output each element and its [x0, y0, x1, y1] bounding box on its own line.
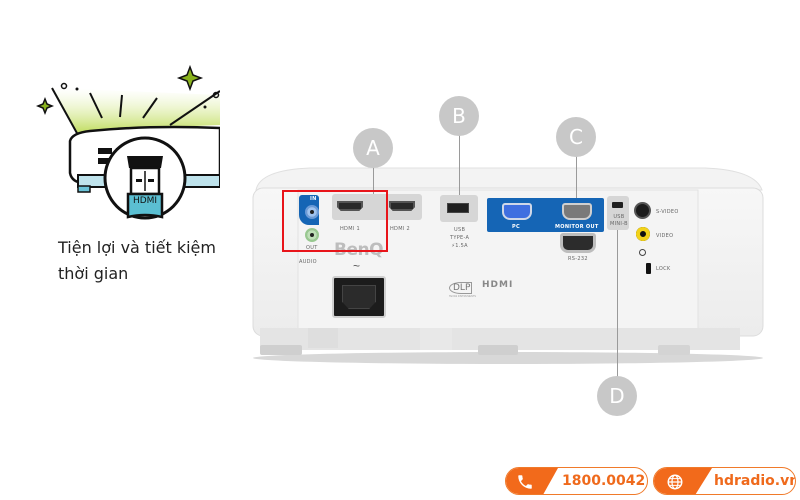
usb-a-port[interactable]	[447, 203, 469, 213]
callout-b[interactable]: B	[439, 96, 479, 136]
monitor-out-vga-port[interactable]	[562, 203, 592, 220]
lock-label: LOCK	[656, 266, 671, 272]
hdmi-2-port[interactable]	[389, 201, 415, 211]
callout-line-b	[459, 132, 460, 198]
website-pill[interactable]: hdradio.vn	[653, 467, 796, 495]
audio-out-label: OUT	[306, 245, 318, 251]
callout-a[interactable]: A	[353, 128, 393, 168]
usb-mini-label: USB MINI-B	[610, 214, 628, 227]
rs232-port[interactable]	[560, 233, 596, 253]
callout-line-c	[576, 155, 577, 200]
video-label: VIDEO	[656, 233, 674, 239]
audio-in-label: IN	[310, 196, 317, 202]
hdmi-2-label: HDMI 2	[390, 226, 410, 232]
svideo-port[interactable]	[634, 202, 651, 219]
hdmi-logo: HDMI	[482, 280, 514, 290]
highlight-box-a	[282, 190, 388, 252]
video-port[interactable]	[636, 227, 650, 241]
phone-number: 1800.0042	[562, 473, 646, 489]
dlp-logo: DLP TEXAS INSTRUMENTS	[449, 282, 476, 298]
callout-c[interactable]: C	[556, 117, 596, 157]
usb-a-label: USB TYPE-A ⚡1.5A	[450, 227, 470, 249]
hdmi-1-label: HDMI 1	[340, 226, 360, 232]
feature-caption-line-1: Tiện lợi và tiết kiệm	[58, 238, 216, 257]
callout-d[interactable]: D	[597, 376, 637, 416]
pc-label: PC	[512, 224, 520, 230]
globe-icon	[667, 474, 683, 490]
rs232-label: RS-232	[568, 256, 588, 262]
power-inlet[interactable]	[332, 276, 386, 318]
svideo-label: S-VIDEO	[656, 209, 679, 215]
projector-hdmi-icon: HDMI	[30, 55, 222, 225]
callout-line-a	[373, 160, 374, 198]
usb-mini-port[interactable]	[612, 202, 623, 208]
monitor-out-label: MONITOR OUT	[555, 224, 599, 230]
website-url: hdradio.vn	[714, 473, 796, 489]
audio-label: AUDIO	[299, 259, 317, 265]
callout-line-d	[617, 200, 618, 380]
feature-caption: Tiện lợi và tiết kiệm thời gian	[58, 235, 238, 287]
pc-vga-port[interactable]	[502, 203, 532, 220]
phone-icon	[518, 475, 532, 489]
audio-in-port[interactable]	[305, 205, 319, 219]
audio-out-port[interactable]	[305, 228, 319, 242]
kensington-lock-slot[interactable]	[646, 263, 651, 274]
hdmi-1-port[interactable]	[337, 201, 363, 211]
ground-icon	[639, 249, 646, 256]
power-inlet-socket	[342, 285, 376, 309]
feature-caption-line-2: thời gian	[58, 264, 129, 283]
hdmi-icon-label: HDMI	[132, 196, 158, 206]
phone-pill[interactable]: 1800.0042	[505, 467, 648, 495]
ac-symbol: ~	[353, 259, 361, 273]
